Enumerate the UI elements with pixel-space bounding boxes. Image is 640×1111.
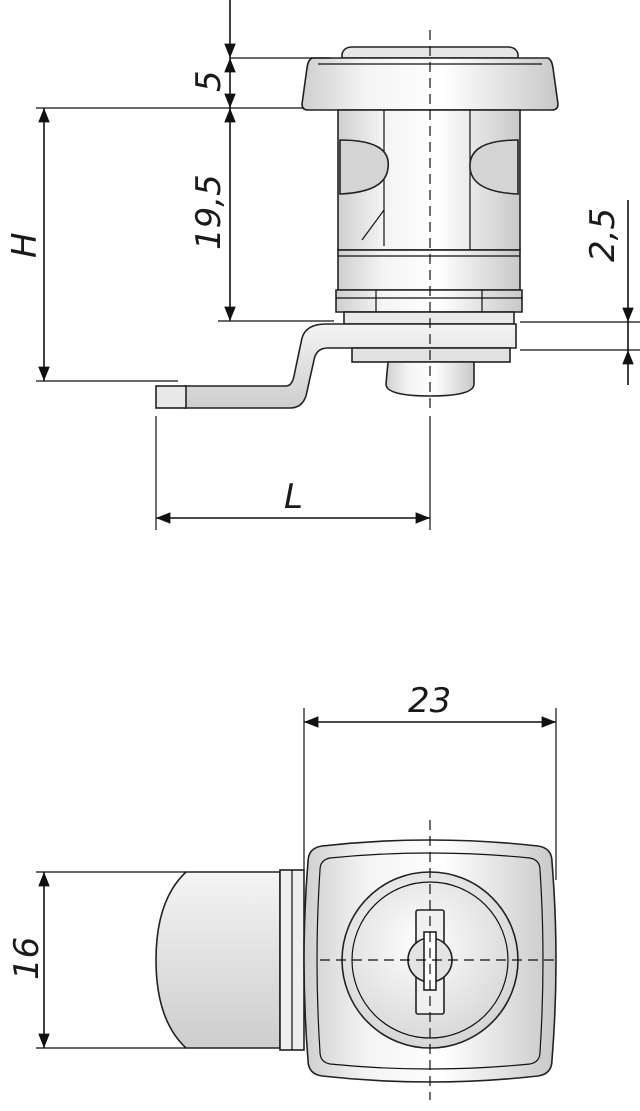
cam-screw (385, 361, 475, 397)
lock-nut (335, 289, 523, 313)
dim-height: 16 (7, 937, 47, 980)
cam-plate (183, 323, 517, 409)
side-view: 5 19,5 H 2,5 L (5, 0, 640, 530)
dim-cam-thickness: 2,5 (583, 208, 623, 262)
dim-total-height: H (5, 232, 45, 258)
dim-width: 23 (408, 681, 451, 721)
dim-cap-height: 5 (189, 70, 229, 92)
cam-front (155, 871, 281, 1049)
front-view: 23 16 (7, 681, 560, 1100)
dim-body-height: 19,5 (189, 174, 229, 250)
dim-cam-length: L (284, 477, 303, 517)
